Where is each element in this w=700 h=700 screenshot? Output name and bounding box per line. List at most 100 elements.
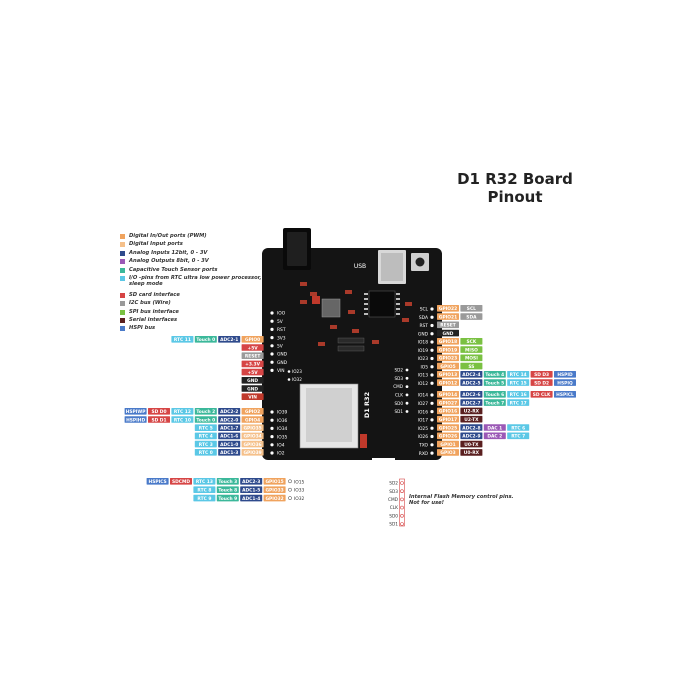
header-pin-label: CMD (393, 384, 403, 389)
chip-pin (396, 308, 400, 310)
legend-item: Digital In/Out ports (PWM) (120, 233, 320, 241)
pin-tag (437, 346, 459, 353)
pin-tag-label: Touch 0 (196, 417, 215, 423)
chip-pin (364, 308, 368, 310)
smd-component (300, 282, 307, 286)
pin-tag-label: GPIO19 (439, 347, 457, 353)
pin-tag (437, 329, 459, 337)
pin-tag-label: GPIO21 (439, 314, 457, 320)
pin-marker (288, 487, 292, 492)
pin-tag (483, 379, 506, 386)
pin-tag (437, 305, 459, 312)
pin-tag-label: RTC 9 (197, 496, 211, 502)
pin-tag (241, 360, 264, 368)
pin-marker (288, 479, 292, 484)
pin-tag (437, 321, 459, 329)
pin-tag (240, 494, 263, 502)
legend-swatch (120, 242, 125, 248)
pin-tag (437, 424, 459, 431)
legend-swatch (120, 259, 125, 265)
pin-tag-label: GPIO22 (439, 306, 457, 312)
pin-tag (483, 432, 506, 440)
header-pin (405, 401, 409, 405)
header-pin-label: IO4 (277, 443, 285, 449)
pin-tag-label: HSPICL (556, 392, 574, 398)
pin-tag-label: SDA (466, 314, 477, 320)
pin-tag (218, 432, 241, 440)
crystal (321, 298, 341, 318)
legend-item: Analog Outputs 8bit, 0 - 3V (120, 258, 320, 266)
pin-tag (124, 416, 147, 423)
pin-tag-label: ADC1-5 (242, 488, 260, 494)
smd-component (318, 342, 325, 346)
pin-tag-label: SD D1 (151, 417, 166, 423)
pin-tag-label: GPIO32 (265, 496, 283, 502)
header-pin-label: IO25 (418, 426, 429, 432)
pin-tag (460, 440, 483, 448)
header-pin (430, 418, 434, 422)
header-pin-label: IO2 (277, 451, 285, 457)
smd-component (405, 302, 412, 306)
flash-pin-marker (400, 497, 404, 502)
pin-tag (263, 478, 286, 485)
pin-tag-label: RTC 17 (510, 400, 527, 406)
header-pin-label: TXO (418, 443, 428, 449)
pin-tag (218, 424, 241, 431)
pin-tag (241, 377, 264, 384)
header-pin (430, 393, 434, 397)
pin-tag-label: U0-TX (464, 442, 479, 448)
pin-tag (437, 407, 459, 415)
title-line-1: D1 R32 Board (457, 170, 573, 188)
flash-note: Internal Flash Memory control pins. Not … (409, 494, 514, 507)
pin-tag-label: RTC 8 (197, 488, 211, 494)
pin-tag (460, 379, 483, 386)
pin-tag-label: RTC 11 (174, 337, 191, 343)
header-pin (270, 435, 274, 439)
pin-tag-label: GPIO17 (439, 417, 457, 423)
pin-tag-label: Touch 9 (218, 496, 237, 502)
header-pin-label: IO12 (418, 381, 429, 387)
pin-tag-label: GPIO15 (265, 479, 283, 485)
header-pin-label: RST (419, 323, 428, 329)
pin-tag (554, 371, 576, 378)
pin-tag-label: Touch 2 (196, 409, 215, 415)
chip-pin (396, 298, 400, 300)
pin-tag-label: GPIO2 (245, 409, 260, 415)
header-pin (430, 401, 434, 405)
flash-pin-marker (400, 522, 404, 526)
pin-tag (146, 478, 169, 485)
pin-tag (241, 336, 264, 343)
flash-pin-box (399, 478, 405, 527)
pin-tag-label: SS (468, 364, 474, 370)
pin-tag (460, 338, 483, 345)
header-pin (270, 344, 274, 348)
pin-tag-label: RTC 4 (199, 434, 213, 440)
pin-tag (241, 368, 264, 376)
pin-tag-label: ADC1-6 (220, 434, 238, 440)
pin-tag-label: SCL (467, 306, 476, 312)
pin-tag (507, 399, 530, 406)
header-pin (270, 319, 274, 323)
dc-jack-inner (287, 232, 307, 266)
header-pin-label: IO23 (418, 356, 429, 362)
legend-item: SD card interface (120, 292, 320, 300)
header-pin-label: GND (277, 352, 288, 358)
legend-swatch (120, 317, 125, 323)
diagram-title: D1 R32 Board Pinout (440, 170, 590, 206)
pin-tag (437, 391, 459, 398)
pin-tag (194, 440, 217, 448)
pin-tag (460, 424, 483, 431)
pin-tag-label: GPIO23 (439, 356, 457, 362)
legend-item: SPI bus interface (120, 309, 320, 317)
pin-tag-label: +5V (248, 370, 259, 376)
header-pin-label: IO23 (292, 369, 302, 374)
pin-tag (483, 371, 506, 378)
header-pin-label: CLK (395, 393, 403, 398)
pin-tag-label: Touch 4 (485, 372, 504, 378)
flash-pin-label: SD3 (389, 489, 398, 495)
led (312, 296, 320, 304)
pin-tag-label: GPIO26 (439, 434, 457, 440)
pin-tag (171, 408, 194, 415)
legend-swatch (120, 301, 125, 307)
pin-tag-label: GPIO35 (243, 426, 261, 432)
